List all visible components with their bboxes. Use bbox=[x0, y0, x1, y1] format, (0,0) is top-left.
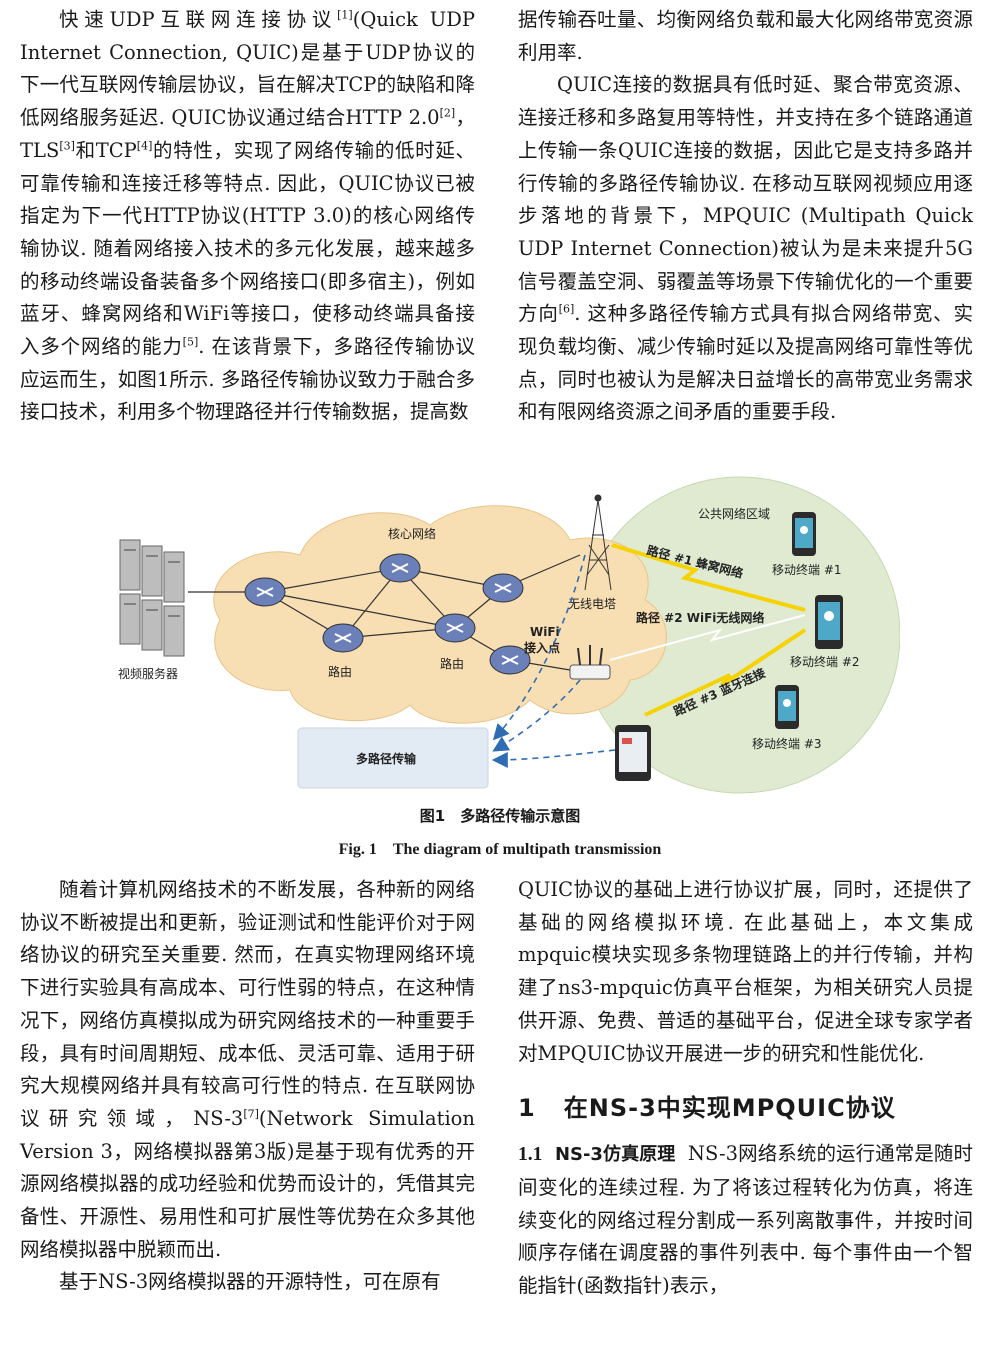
citation-ref[interactable]: [7] bbox=[243, 1107, 259, 1121]
path-2-wifi bbox=[609, 614, 806, 661]
router-icon bbox=[434, 613, 476, 643]
citation-ref[interactable]: [1] bbox=[337, 8, 353, 22]
paragraph-mpquic: QUIC连接的数据具有低时延、聚合带宽资源、连接迁移和多路复用等特性，并支持在多… bbox=[518, 73, 973, 424]
citation-ref[interactable]: [3] bbox=[59, 139, 75, 153]
section-heading: 1 在NS-3中实现MPQUIC协议 bbox=[518, 1090, 973, 1126]
section-number: 1 bbox=[518, 1094, 536, 1123]
mobile-phone-icon bbox=[792, 512, 816, 556]
tower-label: 无线电塔 bbox=[568, 597, 616, 611]
figure-multipath-diagram: 公共网络区域 核心网络 视频服务器 路由 路由 bbox=[100, 470, 900, 810]
citation-ref[interactable]: [5] bbox=[182, 335, 199, 349]
citation-ref[interactable]: [4] bbox=[136, 139, 153, 153]
figure-caption-zh: 图1 多路径传输示意图 bbox=[419, 807, 581, 825]
router-icon bbox=[322, 623, 364, 653]
router-icon bbox=[244, 577, 286, 607]
citation-ref[interactable]: [2] bbox=[439, 106, 456, 120]
router-icon bbox=[482, 573, 524, 603]
multipath-transmission-box bbox=[297, 727, 489, 789]
mobile-phone-icon bbox=[775, 685, 799, 729]
subsection-paragraph: 1.1 NS-3仿真原理 NS-3网络系统的运行通常是随时间变化的连续过程. 为… bbox=[518, 1142, 973, 1298]
core-network-cloud bbox=[213, 505, 667, 724]
mobile-terminal-label: 移动终端 #1 bbox=[772, 562, 842, 577]
dashed-arrows bbox=[491, 554, 616, 768]
paragraph-quic-intro: 快速UDP互联网连接协议[1](Quick UDP Internet Conne… bbox=[20, 8, 475, 424]
router-label: 路由 bbox=[440, 656, 464, 671]
citation-ref[interactable]: [6] bbox=[558, 302, 575, 316]
paragraph-continuation: 据传输吞吐量、均衡网络负载和最大化网络带宽资源利用率. bbox=[518, 8, 973, 64]
figure-caption-en: Fig. 1 The diagram of multipath transmis… bbox=[338, 841, 662, 858]
radio-tower-icon bbox=[584, 494, 612, 591]
core-network-label: 核心网络 bbox=[388, 526, 436, 541]
router-icon bbox=[489, 645, 531, 675]
video-server-label: 视频服务器 bbox=[118, 666, 178, 681]
text-column-top-right: 据传输吞吐量、均衡网络负载和最大化网络带宽资源利用率. QUIC连接的数据具有低… bbox=[518, 4, 973, 429]
paragraph-ns3-opensource: 基于NS-3网络模拟器的开源特性，可在原有 bbox=[59, 1270, 441, 1294]
subsection-title: NS-3仿真原理 bbox=[554, 1144, 676, 1166]
video-server-icon bbox=[119, 539, 185, 657]
path-3-bluetooth bbox=[644, 628, 807, 717]
wifi-label: WiFi bbox=[530, 625, 560, 639]
text-column-bottom-right: QUIC协议的基础上进行协议扩展，同时，还提供了基础的网络模拟环境. 在此基础上… bbox=[518, 874, 973, 1303]
text-column-bottom-left: 随着计算机网络技术的不断发展，各种新的网络协议不断被提出和更新，验证测试和性能评… bbox=[20, 874, 475, 1299]
section-title: 在NS-3中实现MPQUIC协议 bbox=[563, 1094, 896, 1123]
path-1-cellular bbox=[611, 543, 806, 612]
multipath-box-label: 多路径传输 bbox=[356, 751, 417, 766]
mobile-phone-icon bbox=[815, 595, 843, 649]
paragraph-simulation: 随着计算机网络技术的不断发展，各种新的网络协议不断被提出和更新，验证测试和性能评… bbox=[20, 878, 475, 1261]
public-network-label: 公共网络区域 bbox=[698, 506, 770, 521]
path-2-label: 路径 #2 WiFi无线网络 bbox=[636, 610, 764, 625]
paragraph-continuation: QUIC协议的基础上进行协议扩展，同时，还提供了基础的网络模拟环境. 在此基础上… bbox=[518, 878, 973, 1065]
wifi-router-icon bbox=[569, 645, 611, 680]
subsection-number: 1.1 bbox=[518, 1144, 543, 1166]
text-column-top-left: 快速UDP互联网连接协议[1](Quick UDP Internet Conne… bbox=[20, 4, 475, 429]
router-label: 路由 bbox=[328, 664, 352, 679]
tablet-icon bbox=[615, 725, 651, 781]
mobile-terminal-label: 移动终端 #2 bbox=[790, 654, 860, 669]
router-icon bbox=[379, 553, 421, 583]
mobile-terminal-label: 移动终端 #3 bbox=[752, 736, 822, 751]
